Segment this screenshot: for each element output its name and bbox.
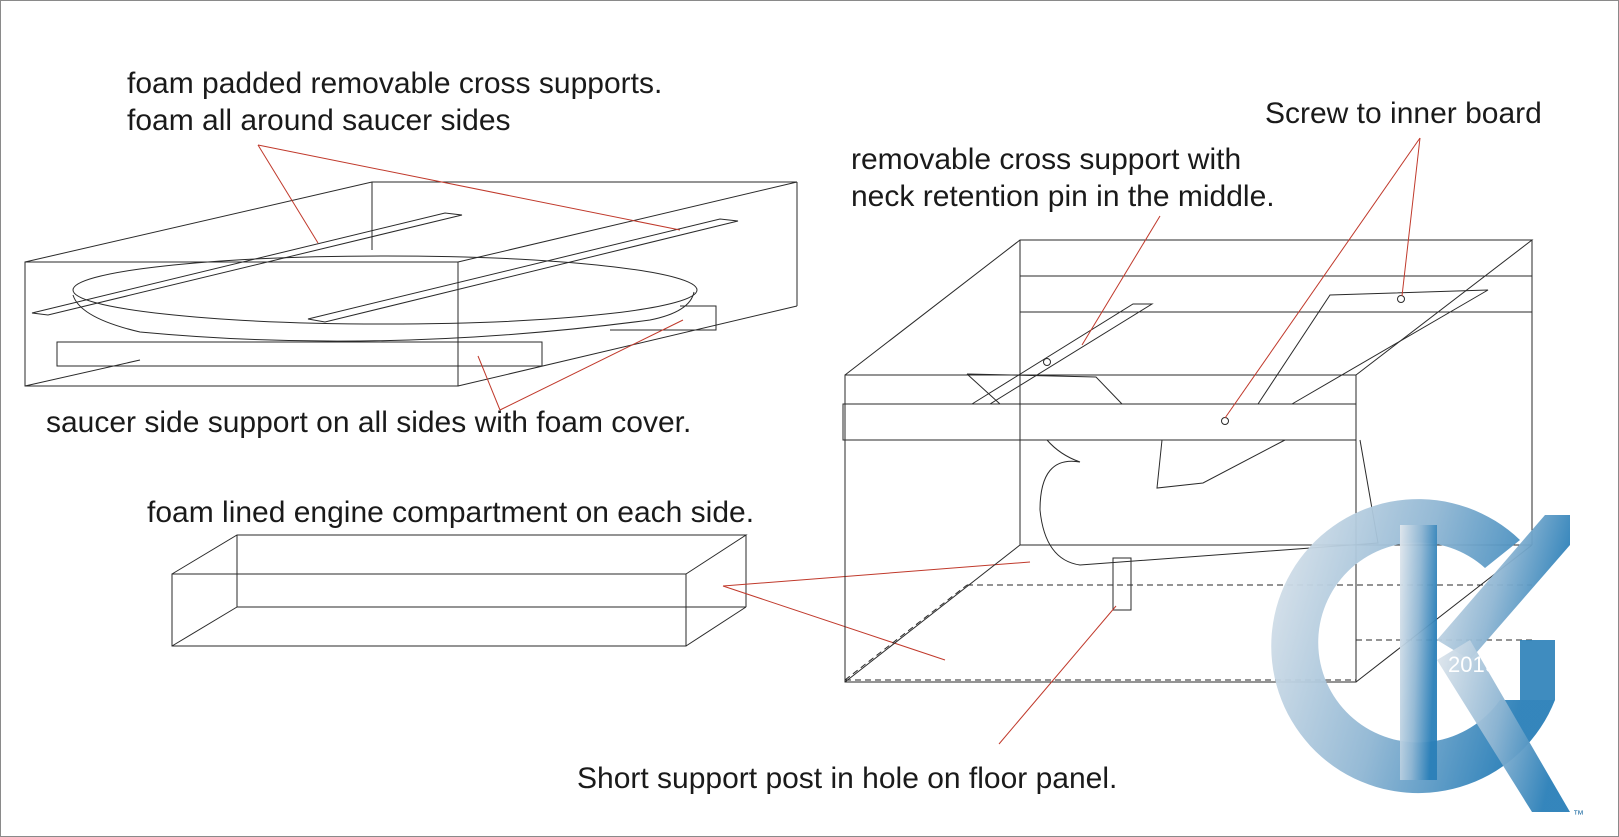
- engine-compartment-box: [171, 534, 748, 647]
- label-engine-compartment: foam lined engine compartment on each si…: [147, 496, 755, 529]
- saucer-box: [24, 181, 798, 387]
- label-cross-supports-line2: foam all around saucer sides: [127, 104, 511, 137]
- label-neck-support-line2: neck retention pin in the middle.: [851, 180, 1275, 213]
- label-neck-support-line1: removable cross support with: [851, 143, 1242, 176]
- leader-lines-right: [998, 137, 1421, 745]
- label-saucer-side-support: saucer side support on all sides with fo…: [46, 406, 692, 439]
- support-post: [1112, 557, 1132, 611]
- logo-trademark: ™: [1573, 809, 1584, 821]
- neck-cross-support: [970, 303, 1154, 405]
- logo-year-text: 2019: [1448, 652, 1497, 677]
- inner-boards: [842, 275, 1533, 441]
- label-support-post: Short support post in hole on floor pane…: [577, 762, 1118, 795]
- label-cross-supports-line1: foam padded removable cross supports.: [127, 67, 663, 100]
- saucer-side-supports: [56, 305, 717, 367]
- label-screw-inner-board: Screw to inner board: [1265, 97, 1542, 130]
- floor-panel: [844, 584, 1532, 681]
- gk-logo: 2019 ™: [1271, 499, 1584, 821]
- leader-lines-left: [257, 144, 684, 411]
- removable-cross-supports: [31, 212, 739, 323]
- guitar-neck-and-body: [966, 373, 1379, 566]
- leader-lines-engine: [722, 561, 1031, 661]
- saucer-disc: [72, 255, 698, 342]
